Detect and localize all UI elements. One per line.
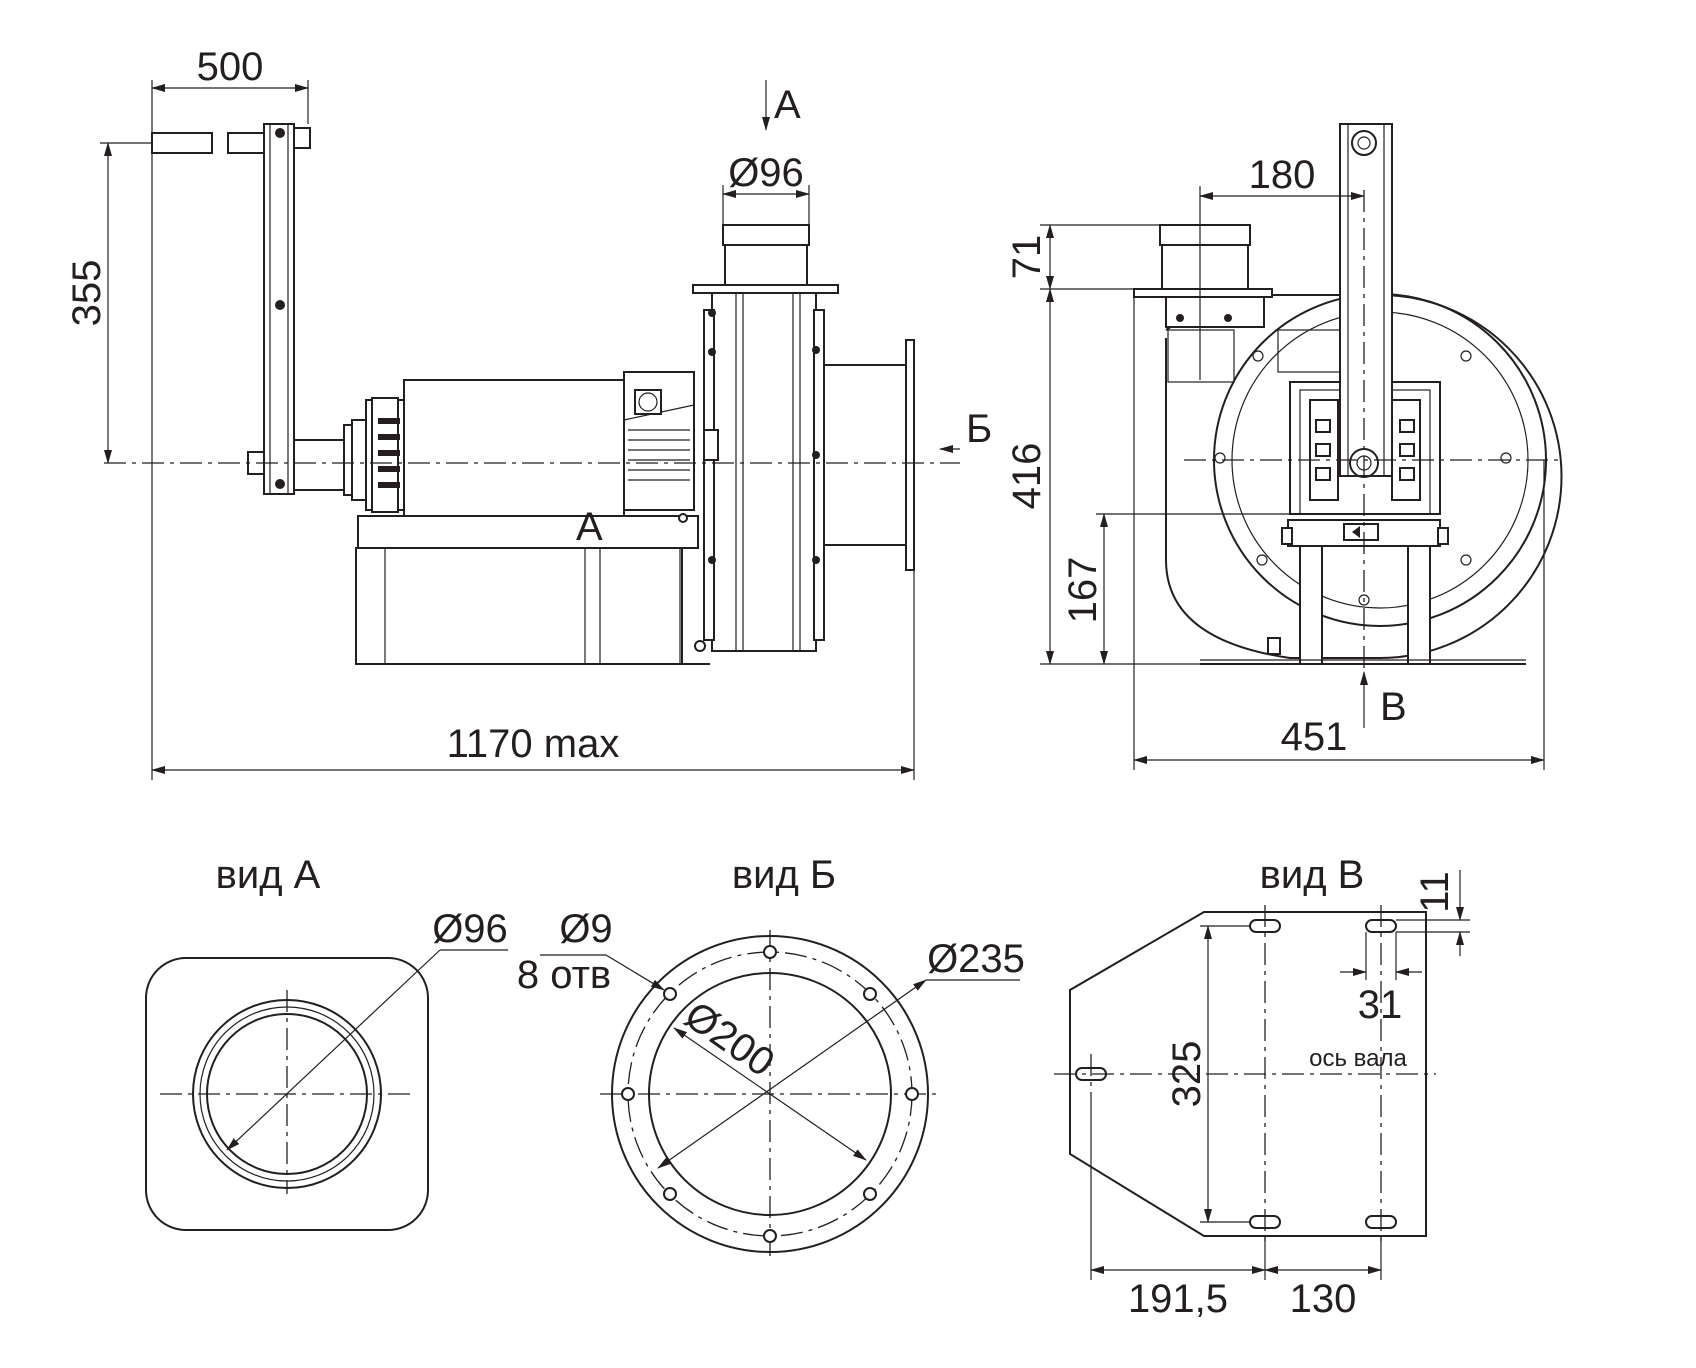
side-view: 500 355 Ø96 А А Б 1170 max xyxy=(65,45,992,780)
view-v: вид В ось вала 11 31 xyxy=(1054,853,1470,1321)
dim-view-a-diameter: Ø96 xyxy=(432,907,508,951)
dimension-outlet-diameter: Ø96 xyxy=(722,151,810,225)
view-a-flange xyxy=(145,957,429,1231)
dimension-slot-offset: 11 xyxy=(1396,870,1470,956)
dim-crank-height: 355 xyxy=(65,260,109,327)
view-v-base-plate xyxy=(1069,911,1427,1237)
dim-hole-count: 8 отв xyxy=(517,953,611,997)
dim-slot-spacing: 325 xyxy=(1165,1041,1209,1108)
dim-crank-length: 500 xyxy=(197,45,264,89)
view-marker-b: Б xyxy=(939,407,992,453)
dim-flange-height: 71 xyxy=(1005,235,1049,280)
dimension-71: 71 xyxy=(1005,224,1160,290)
crank-handle xyxy=(151,123,345,495)
view-v-title: вид В xyxy=(1260,853,1365,897)
dim-axis-height: 167 xyxy=(1061,557,1105,624)
dimension-416: 416 xyxy=(1005,288,1200,665)
marker-v: В xyxy=(1380,685,1407,729)
crank-front xyxy=(1339,123,1393,478)
base-frame xyxy=(355,513,710,665)
dim-outer-diameter: Ø235 xyxy=(927,937,1025,981)
dimension-outer-diameter: Ø235 xyxy=(657,937,1025,1169)
dim-hole-spacing: 130 xyxy=(1290,1277,1357,1321)
view-b-title: вид Б xyxy=(732,853,836,897)
view-a-title: вид А xyxy=(216,853,321,897)
view-marker-a: А А xyxy=(576,80,801,549)
dim-hole-diameter: Ø9 xyxy=(559,907,612,951)
dim-left-offset: 191,5 xyxy=(1128,1277,1228,1321)
dimension-slot-spacing: 325 xyxy=(1165,925,1250,1223)
dimension-167: 167 xyxy=(1061,513,1290,665)
dimension-355: 355 xyxy=(65,142,152,464)
dimension-1170: 1170 max xyxy=(151,153,915,780)
axis-label: ось вала xyxy=(1309,1045,1407,1072)
dim-offset: 180 xyxy=(1249,153,1316,197)
front-view: 180 71 416 167 451 В xyxy=(1005,123,1563,770)
marker-b: Б xyxy=(966,407,992,451)
marker-a: А xyxy=(774,83,801,127)
dimension-hole-spacing: 130 xyxy=(1264,1236,1382,1321)
motor-fins xyxy=(378,418,400,488)
dim-inner-diameter: Ø200 xyxy=(677,993,782,1085)
dimension-500: 500 xyxy=(151,45,309,133)
dimension-451: 451 xyxy=(1133,289,1545,770)
dimension-view-a-diameter: Ø96 xyxy=(226,907,508,1151)
view-marker-v: В xyxy=(1360,671,1407,729)
dim-slot-length: 31 xyxy=(1358,983,1403,1027)
dim-width: 451 xyxy=(1281,715,1348,759)
dim-overall-length: 1170 max xyxy=(447,722,620,766)
fan-housing xyxy=(692,224,915,652)
dim-total-height: 416 xyxy=(1005,443,1049,510)
view-a: вид А Ø96 xyxy=(145,853,508,1231)
dimension-180: 180 xyxy=(1199,153,1365,380)
marker-a-lower: А xyxy=(576,505,603,549)
view-b: вид Б Ø9 8 отв Ø200 Ø235 xyxy=(517,853,1025,1258)
dimension-slot-length: 31 xyxy=(1340,932,1422,1027)
dimension-hole-diameter: Ø9 8 отв xyxy=(517,907,665,997)
dim-outlet-diameter: Ø96 xyxy=(728,151,804,195)
dimension-left-offset: 191,5 xyxy=(1090,1094,1266,1321)
dim-slot-offset: 11 xyxy=(1413,871,1457,913)
